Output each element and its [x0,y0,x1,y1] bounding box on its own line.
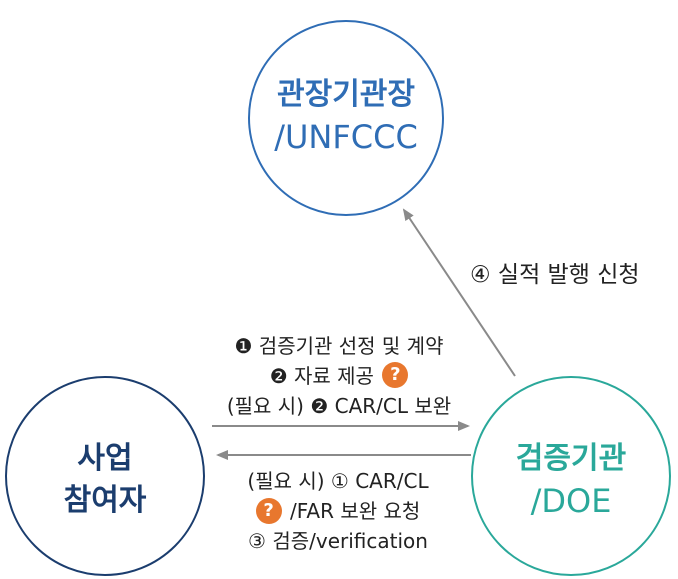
edge-p2d-line2-row: ❷ 자료 제공 ? [196,361,482,391]
participant-line1: 사업 [77,441,133,476]
unfccc-label: 관장기관장 /UNFCCC [258,74,434,158]
edge-d2p-line1: (필요 시) ① CAR/CL [247,469,429,493]
unfccc-line2: /UNFCCC [274,118,418,156]
doe-line1: 검증기관 [515,441,627,476]
unfccc-line1: 관장기관장 [277,77,415,112]
arrow-doe-to-unfccc [402,208,516,377]
edge-p2d-line1: ❶ 검증기관 선정 및 계약 [234,334,444,358]
edge-d2p-line3: ③ 검증/verification [248,529,428,553]
edge-p2d-line3: (필요 시) ❷ CAR/CL 보완 [226,394,452,418]
edge-participant-doe-label: ❶ 검증기관 선정 및 계약 ❷ 자료 제공 ? (필요 시) ❷ CAR/CL… [196,331,482,421]
question-icon: ? [255,497,282,524]
edge-p2d-line2: ❷ 자료 제공 [269,364,374,388]
participant-circle [5,376,205,576]
doe-label: 검증기관 /DOE [486,438,656,522]
edge-doe-unfccc-label: ④ 실적 발행 신청 [470,262,640,288]
participant-label: 사업 참여자 [20,438,190,522]
edge-doe-participant-label: (필요 시) ① CAR/CL ? /FAR 보완 요청 ③ 검증/verifi… [200,466,476,556]
edge-d2p-line2: /FAR 보완 요청 [290,499,421,523]
edge-d2p-line2-row: ? /FAR 보완 요청 [200,496,476,526]
unfccc-circle [248,20,444,216]
doe-line2: /DOE [530,482,612,520]
question-icon: ? [382,361,409,388]
participant-line2: 참여자 [63,483,147,518]
doe-circle [471,376,671,576]
